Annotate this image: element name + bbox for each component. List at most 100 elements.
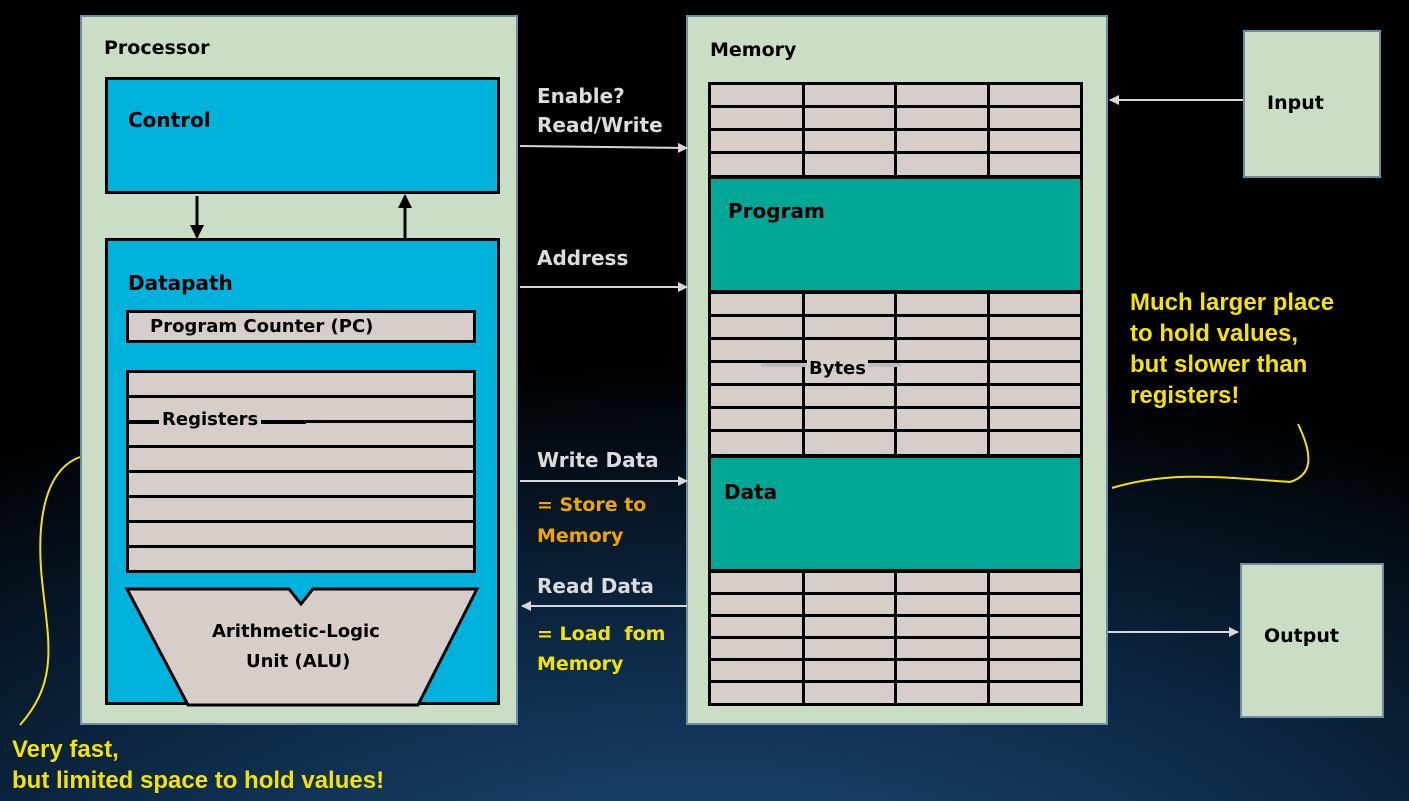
byte-cell bbox=[990, 386, 1080, 409]
byte-cell bbox=[990, 661, 1080, 683]
byte-cell bbox=[805, 432, 897, 454]
byte-cell bbox=[897, 639, 990, 661]
program-region: Program bbox=[708, 176, 1083, 293]
write-data-label: Write Data bbox=[537, 448, 659, 472]
control-unit: Control bbox=[105, 77, 500, 194]
load-note-2: Memory bbox=[537, 653, 624, 675]
byte-cell bbox=[990, 639, 1080, 661]
byte-cell bbox=[805, 595, 897, 617]
byte-cell bbox=[990, 85, 1080, 108]
byte-cell bbox=[805, 154, 897, 175]
byte-cell bbox=[897, 617, 990, 639]
byte-cell bbox=[897, 683, 990, 703]
byte-cell bbox=[805, 661, 897, 683]
byte-cell bbox=[897, 595, 990, 617]
byte-cell bbox=[711, 573, 805, 595]
byte-cell bbox=[897, 386, 990, 409]
byte-cell bbox=[711, 131, 805, 154]
memory-note-line: Much larger place bbox=[1130, 289, 1335, 316]
control-label: Control bbox=[128, 108, 211, 132]
output-device: Output bbox=[1240, 563, 1384, 718]
byte-cell bbox=[897, 131, 990, 154]
byte-cell bbox=[897, 154, 990, 175]
byte-cell bbox=[805, 639, 897, 661]
store-note-1: = Store to bbox=[537, 494, 647, 516]
byte-cell bbox=[805, 409, 897, 432]
byte-cell bbox=[990, 317, 1080, 340]
register-note: Very fast, but limited space to hold val… bbox=[12, 734, 384, 796]
byte-cell bbox=[990, 617, 1080, 639]
input-label: Input bbox=[1267, 92, 1324, 114]
byte-cell bbox=[805, 294, 897, 317]
byte-cell bbox=[897, 108, 990, 131]
byte-cell bbox=[711, 595, 805, 617]
memory-note-line: but slower than bbox=[1130, 351, 1308, 378]
read-write-arrow bbox=[519, 142, 688, 153]
byte-cell bbox=[805, 131, 897, 154]
byte-cell bbox=[805, 617, 897, 639]
byte-cell bbox=[711, 363, 805, 386]
byte-cell bbox=[805, 683, 897, 703]
byte-cell bbox=[990, 108, 1080, 131]
bytes-label: Bytes bbox=[807, 358, 868, 379]
byte-cell bbox=[990, 294, 1080, 317]
byte-cell bbox=[805, 85, 897, 108]
enable-label: Enable? bbox=[537, 84, 625, 108]
byte-cell bbox=[711, 683, 805, 703]
memory-note-line: registers! bbox=[1130, 382, 1240, 409]
memory-note: Much larger place to hold values, but sl… bbox=[1130, 287, 1334, 411]
byte-cell bbox=[711, 154, 805, 175]
registers-label: Registers bbox=[159, 409, 262, 430]
register-row bbox=[129, 523, 473, 548]
byte-cell bbox=[897, 363, 990, 386]
byte-cell bbox=[711, 294, 805, 317]
byte-cell bbox=[711, 317, 805, 340]
byte-cell bbox=[711, 432, 805, 454]
byte-cell bbox=[990, 573, 1080, 595]
program-counter-label: Program Counter (PC) bbox=[150, 316, 374, 337]
byte-cell bbox=[990, 409, 1080, 432]
processor-title: Processor bbox=[104, 37, 210, 59]
register-row bbox=[129, 448, 473, 473]
byte-cell bbox=[805, 317, 897, 340]
register-note-line: Very fast, bbox=[12, 736, 119, 763]
byte-cell bbox=[897, 432, 990, 454]
memory-bytes-top bbox=[708, 82, 1083, 178]
memory-note-pointer bbox=[1111, 423, 1310, 489]
byte-cell bbox=[897, 317, 990, 340]
register-file: Registers bbox=[126, 370, 476, 573]
byte-cell bbox=[805, 573, 897, 595]
read-data-label: Read Data bbox=[537, 574, 654, 598]
byte-cell bbox=[897, 573, 990, 595]
byte-cell bbox=[897, 340, 990, 363]
register-note-pointer bbox=[19, 456, 81, 726]
byte-cell bbox=[711, 340, 805, 363]
read-write-label: Read/Write bbox=[537, 113, 663, 137]
byte-cell bbox=[711, 409, 805, 432]
register-row bbox=[129, 498, 473, 523]
memory-bytes-bottom bbox=[708, 570, 1083, 706]
byte-cell bbox=[897, 294, 990, 317]
byte-cell bbox=[897, 661, 990, 683]
byte-cell bbox=[711, 661, 805, 683]
load-note-1: = Load fom bbox=[537, 623, 666, 645]
byte-cell bbox=[711, 639, 805, 661]
byte-cell bbox=[897, 409, 990, 432]
register-row bbox=[129, 423, 473, 448]
byte-cell bbox=[805, 108, 897, 131]
alu-label-2: Unit (ALU) bbox=[246, 651, 351, 672]
byte-cell bbox=[711, 617, 805, 639]
register-row bbox=[129, 473, 473, 498]
address-label: Address bbox=[537, 246, 629, 270]
memory-note-line: to hold values, bbox=[1130, 320, 1299, 347]
byte-cell bbox=[711, 108, 805, 131]
byte-cell bbox=[990, 131, 1080, 154]
byte-cell bbox=[990, 595, 1080, 617]
byte-cell bbox=[990, 363, 1080, 386]
byte-cell bbox=[805, 386, 897, 409]
output-label: Output bbox=[1264, 625, 1339, 647]
register-note-line: but limited space to hold values! bbox=[12, 767, 385, 794]
register-row bbox=[129, 373, 473, 398]
